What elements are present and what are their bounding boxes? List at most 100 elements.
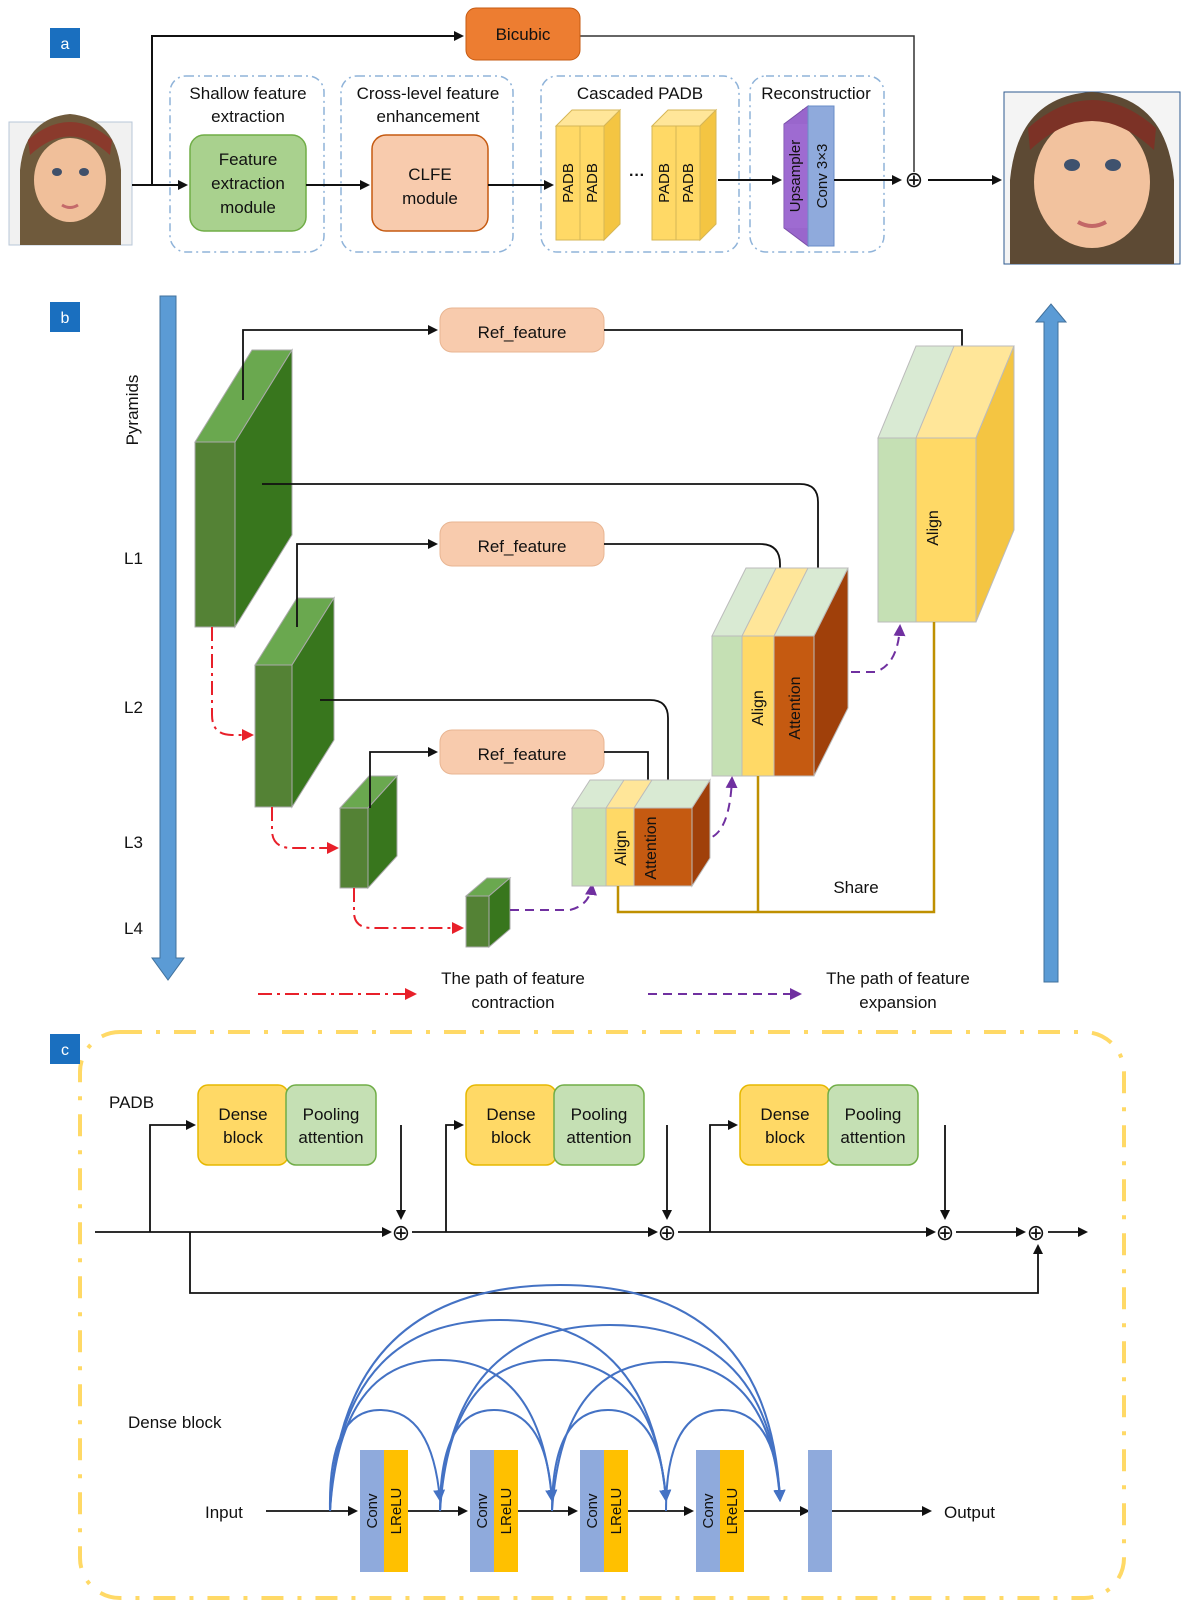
bicubic-out-line (580, 35, 915, 172)
legend-contraction-1: The path of feature (441, 969, 585, 988)
panel-tag-c (50, 1034, 80, 1064)
padb-branch-1 (149, 1120, 196, 1232)
sum-operator-c1: ⊕ (392, 1220, 410, 1245)
panel-tag-b-label: b (61, 310, 70, 327)
expansion-path-2 (683, 776, 738, 839)
panel-tag-b (50, 302, 80, 332)
l1-to-attn-mid-line (262, 483, 823, 602)
padb-branch-2 (445, 1120, 464, 1232)
padb-label: PADB (560, 163, 577, 203)
pool-label-1: Pooling (303, 1105, 360, 1124)
upsampler-label: Upsampler (787, 140, 804, 213)
lrelu-label: LReLU (724, 1488, 741, 1535)
contraction-path-3 (353, 888, 464, 934)
dense-skip-arc (439, 1323, 786, 1512)
cross-title-1: Cross-level feature (357, 84, 500, 103)
pyramid-down-arrow (151, 295, 185, 981)
conv-lrelu-unit-2: Conv LReLU (470, 1450, 518, 1572)
align-attention-block-mid: Align Attention (711, 567, 849, 777)
shallow-group (169, 75, 325, 253)
l2-to-attn-small-line (320, 699, 673, 792)
ref-feature-label-3: Ref_feature (478, 745, 567, 764)
cascade-title: Cascaded PADB (577, 84, 703, 103)
align-label-mid: Align (750, 690, 767, 726)
share-line (616, 622, 936, 914)
dense-skip-arc (329, 1283, 786, 1512)
padb-label: PADB (680, 163, 697, 203)
attention-label-mid: Attention (787, 676, 804, 739)
dense-skip-arc (551, 1408, 672, 1512)
panel-tag-a-label: a (61, 36, 70, 53)
l2-to-ref2-line (296, 539, 438, 627)
dense-label-2: block (491, 1128, 531, 1147)
contraction-path-2 (271, 807, 339, 854)
conv-lrelu-unit-4: Conv LReLU (696, 1450, 744, 1572)
pyramids-label: Pyramids (123, 375, 142, 446)
legend-contraction-2: contraction (471, 993, 554, 1012)
clfe-label-2: module (402, 189, 458, 208)
legend-expansion-2: expansion (859, 993, 937, 1012)
cross-title-2: enhancement (376, 107, 479, 126)
padb-global-skip (189, 1232, 1043, 1294)
attention-label-small: Attention (643, 816, 660, 879)
panel-tag-a (50, 28, 80, 58)
dense-skip-arc (439, 1408, 558, 1512)
pyramid-cube-l4 (464, 876, 512, 949)
pool-label-1: Pooling (571, 1105, 628, 1124)
bicubic-box (465, 7, 581, 61)
level-label-l3: L3 (124, 833, 143, 852)
upsampler-block: Upsampler (783, 105, 809, 247)
module-label-2: extraction (211, 174, 285, 193)
ref-feature-label-2: Ref_feature (478, 537, 567, 556)
pool-label-2: attention (840, 1128, 905, 1147)
dense-label-1: Dense (218, 1105, 267, 1124)
ref2-to-align-mid-line (604, 543, 785, 602)
conv-label: Conv (474, 1493, 491, 1529)
expansion-path-1 (510, 883, 597, 911)
l3-to-ref3-line (369, 747, 438, 808)
clfe-module (371, 134, 489, 232)
pyramid-cube-l3 (338, 774, 399, 890)
module-label-3: module (220, 198, 276, 217)
conv3x3-label: Conv 3×3 (814, 144, 831, 209)
panel-b: b Pyramids L1 L2 L3 L4 (50, 295, 1068, 1012)
conv-label: Conv (700, 1493, 717, 1529)
pyramid-up-arrow (1034, 303, 1068, 983)
pyramid-cube-l1 (194, 348, 293, 629)
share-label: Share (833, 878, 878, 897)
pool-label-1: Pooling (845, 1105, 902, 1124)
level-label-l4: L4 (124, 919, 143, 938)
conv-label: Conv (364, 1493, 381, 1529)
align-label-large: Align (925, 510, 942, 546)
conv3x3-block (807, 105, 835, 247)
dense-label-1: Dense (760, 1105, 809, 1124)
conv-lrelu-unit-3: Conv LReLU (580, 1450, 628, 1572)
padb-unit-1: Dense block Pooling attention (197, 1084, 377, 1166)
padb-unit-3: Dense block Pooling attention (739, 1084, 919, 1166)
sum-operator-c4: ⊕ (1027, 1220, 1045, 1245)
panel-c: c PADB ⊕ ⊕ ⊕ ⊕ Dense block Pooling (50, 1030, 1126, 1600)
level-label-l1: L1 (124, 549, 143, 568)
input-label: Input (205, 1503, 243, 1522)
dense-label-2: block (765, 1128, 805, 1147)
dense-skip-arc (328, 1408, 446, 1512)
dense-skip-arc (329, 1358, 558, 1512)
dense-label-2: block (223, 1128, 263, 1147)
shallow-title-1: Shallow feature (189, 84, 306, 103)
dense-skip-arc (665, 1408, 786, 1512)
dense-block-section-label: Dense block (128, 1413, 222, 1432)
align-attention-block-small: Align Attention (571, 778, 711, 888)
padb-section-label: PADB (109, 1093, 154, 1112)
lrelu-label: LReLU (498, 1488, 515, 1535)
panel-a: a Bicubic Shal (8, 7, 1181, 265)
padb-ellipsis: ··· (629, 167, 645, 184)
recon-title-1: Reconstructior (761, 84, 871, 103)
l1-to-ref1-line (242, 325, 438, 400)
sum-operator-c2: ⊕ (658, 1220, 676, 1245)
pyramid-cube-l2 (254, 596, 335, 809)
pool-label-2: attention (298, 1128, 363, 1147)
output-label: Output (944, 1503, 995, 1522)
cross-level-group (340, 75, 514, 253)
final-conv-block (808, 1450, 832, 1572)
